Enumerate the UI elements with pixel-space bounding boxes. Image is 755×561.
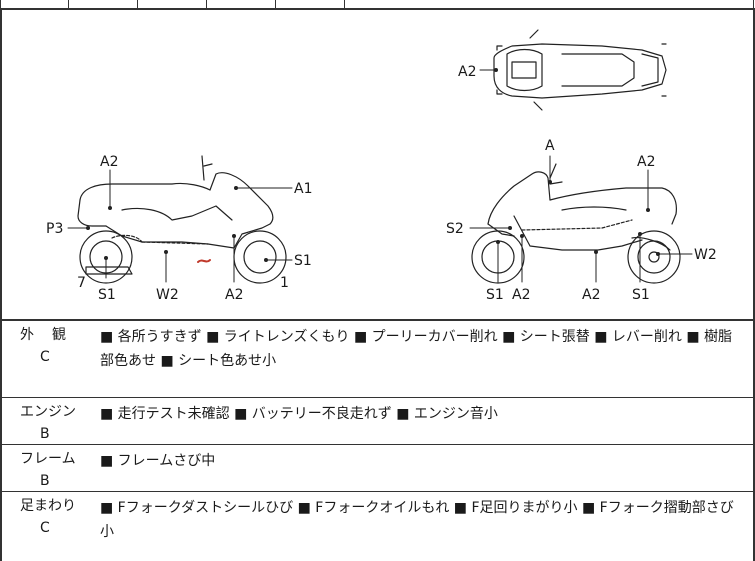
- label-top-a2: A2: [458, 64, 476, 80]
- grade-label: B: [40, 426, 50, 442]
- label-left-a1: A1: [294, 181, 312, 197]
- label-left-w2-bottom: W2: [156, 287, 179, 303]
- label-left-p3: P3: [46, 221, 63, 237]
- scooter-left-view: [77, 155, 287, 284]
- condition-notes: ■ Fフォークダストシールひび ■ Fフォークオイルもれ ■ F足回りまがり小 …: [100, 500, 734, 540]
- label-left-a2-top: A2: [100, 154, 118, 170]
- scooter-diagram-svg: A2 A2 A1 P3 S1 7 1 S1 W2 A2 A A2 S2 W2 S…: [46, 29, 717, 303]
- grade-label: C: [40, 349, 50, 365]
- category-label: 足まわり: [20, 498, 76, 514]
- category-label: フレーム: [20, 451, 76, 467]
- label-right-w2: W2: [694, 247, 717, 263]
- cell-divider: [753, 0, 754, 9]
- cell-divider: [344, 0, 345, 9]
- label-right-a-top: A: [545, 138, 555, 154]
- label-left-num1: 1: [280, 275, 289, 291]
- label-right-s2: S2: [446, 221, 464, 237]
- condition-row-exterior: 外 観 C ■ 各所うすきず ■ ライトレンズくもり ■ プーリーカバー削れ ■…: [0, 321, 755, 398]
- cell-divider: [275, 0, 276, 9]
- condition-notes: ■ フレームさび中: [100, 453, 216, 469]
- top-table-strip: [0, 0, 755, 10]
- cell-divider: [206, 0, 207, 9]
- condition-row-suspension: 足まわり C ■ Fフォークダストシールひび ■ Fフォークオイルもれ ■ F足…: [0, 492, 755, 561]
- condition-notes: ■ 走行テスト未確認 ■ バッテリー不良走れず ■ エンジン音小: [100, 406, 498, 422]
- grade-label: B: [40, 473, 50, 489]
- label-left-num7: 7: [77, 275, 86, 291]
- label-right-a2-top: A2: [637, 154, 655, 170]
- scooter-top-view: [493, 29, 667, 111]
- grade-label: C: [40, 520, 50, 536]
- label-left-s1-right: S1: [294, 253, 312, 269]
- condition-row-engine: エンジン B ■ 走行テスト未確認 ■ バッテリー不良走れず ■ エンジン音小: [0, 398, 755, 445]
- label-right-s1-left: S1: [486, 287, 504, 303]
- cell-divider: [0, 0, 1, 9]
- label-right-a2-right: A2: [582, 287, 600, 303]
- condition-row-frame: フレーム B ■ フレームさび中: [0, 445, 755, 492]
- damage-diagram: A2 A2 A1 P3 S1 7 1 S1 W2 A2 A A2 S2 W2 S…: [0, 10, 755, 321]
- label-left-a2-bottom: A2: [225, 287, 243, 303]
- category-label: エンジン: [20, 404, 76, 420]
- label-right-s1-right: S1: [632, 287, 650, 303]
- cell-divider: [137, 0, 138, 9]
- label-left-s1-bottom: S1: [98, 287, 116, 303]
- scooter-right-view: [471, 163, 681, 284]
- category-label: 外 観: [20, 327, 68, 343]
- label-right-a2-mid: A2: [512, 287, 530, 303]
- condition-notes: ■ 各所うすきず ■ ライトレンズくもり ■ プーリーカバー削れ ■ シート張替…: [100, 329, 733, 369]
- cell-divider: [68, 0, 69, 9]
